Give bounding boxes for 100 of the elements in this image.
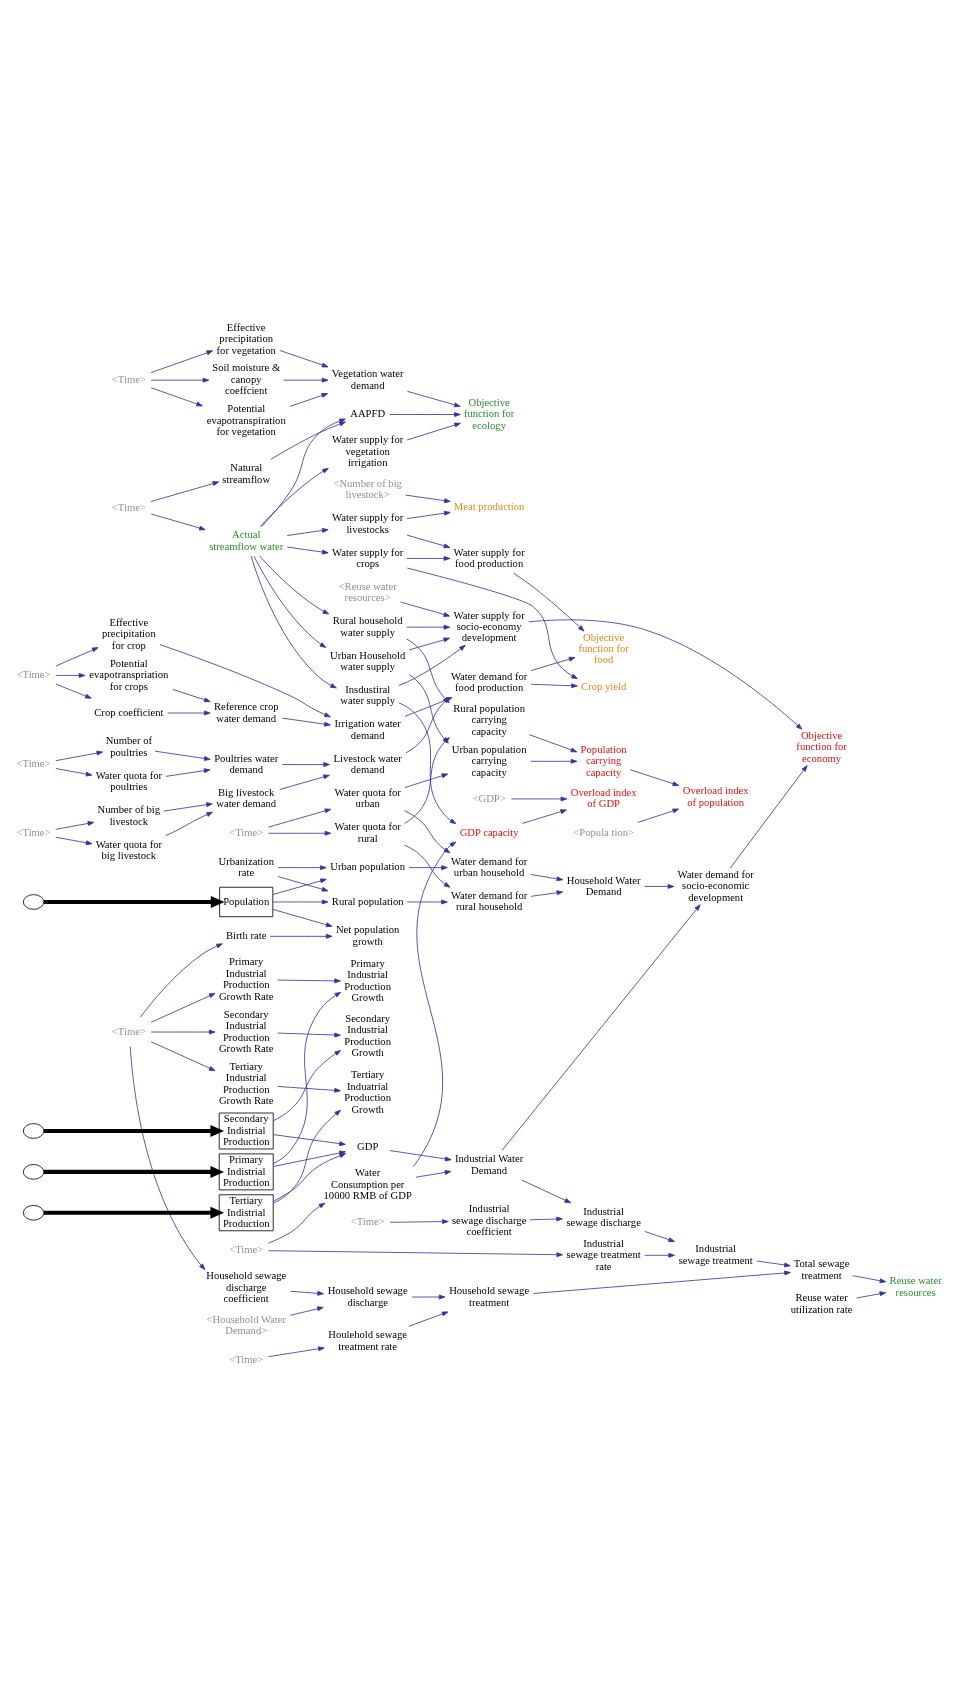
arrow — [272, 991, 342, 1164]
node-text: Urban Household water supply — [330, 649, 406, 672]
node-text: Crop yield — [581, 680, 627, 692]
arrow — [55, 767, 93, 776]
node-text: Urban population — [330, 860, 405, 872]
arrow — [513, 572, 585, 631]
node-text: Rural population carrying capacity — [453, 702, 525, 737]
arrow — [150, 992, 216, 1023]
node-text: <Popula tion> — [573, 826, 634, 838]
arrow — [530, 656, 576, 671]
node-box: Primary Indistrial Production — [218, 1153, 274, 1190]
arrow — [259, 467, 329, 527]
arrow — [272, 899, 329, 904]
arrow — [405, 494, 451, 503]
arrow — [389, 1218, 449, 1224]
arrow — [644, 1252, 675, 1258]
arrow — [55, 646, 99, 666]
arrow — [756, 1260, 791, 1267]
node-text: Rural household water supply — [332, 614, 403, 638]
node-text: Secondary Industrial Production Growth — [344, 1012, 391, 1058]
arrow — [163, 801, 213, 811]
arrow — [852, 1274, 887, 1283]
node-text: Potential evapotranspriation for crops — [89, 657, 169, 692]
node-text: Tertiary Induatrial Production Growth — [344, 1068, 391, 1115]
node-text: Water demand for urban household — [450, 855, 528, 878]
node-text: Irrigation water demand — [334, 717, 401, 741]
node-text: Tertiary Industrial Production Growth Rate — [218, 1060, 274, 1106]
node-text: Net population growth — [335, 923, 400, 947]
node-text: <Time> — [229, 1353, 264, 1365]
node-text: Poultries water demand — [214, 752, 279, 775]
arrow — [150, 349, 214, 373]
arrow — [415, 1169, 452, 1178]
arrow — [406, 390, 461, 407]
arrow — [268, 1202, 326, 1244]
arrow — [408, 864, 448, 870]
arrow — [533, 1270, 791, 1294]
arrow — [44, 1206, 225, 1219]
arrow — [286, 527, 329, 536]
node-text: Industrial sewage treatment — [678, 1242, 753, 1266]
node-text: Household sewage treatment — [449, 1284, 530, 1308]
node-text: Overload index of GDP — [570, 786, 637, 809]
arrow — [165, 811, 213, 836]
node-text: Household sewage discharge — [327, 1284, 408, 1308]
node-text: Big livestock water demand — [216, 786, 277, 809]
node-text: Total sewage treatment — [793, 1257, 850, 1281]
arrow — [272, 878, 327, 895]
arrow — [530, 758, 578, 764]
arrow — [404, 844, 451, 888]
node-text: Water demand for rural household — [450, 889, 528, 912]
arrow — [290, 1290, 324, 1296]
node-text: Natural streamflow — [222, 461, 271, 485]
arrow — [140, 942, 223, 1017]
node-text: Water demand for food production — [450, 670, 528, 693]
arrow — [261, 418, 346, 527]
node-text: <Time> — [229, 1243, 264, 1255]
node-box: Population — [219, 886, 274, 917]
node-text: Number of poultries — [105, 734, 153, 758]
arrow — [55, 683, 92, 699]
arrow — [406, 899, 448, 904]
arrow — [729, 764, 808, 869]
arrow — [404, 809, 451, 853]
arrow — [289, 392, 329, 407]
arrow — [528, 733, 578, 752]
arrow — [406, 555, 451, 561]
arrow — [389, 1149, 452, 1161]
arrow — [400, 601, 451, 617]
node-box: Tertiary Indistrial Production — [218, 1193, 274, 1231]
arrow — [159, 643, 331, 717]
node-text: <GDP> — [472, 792, 506, 804]
node-text: Water quota for big livestock — [95, 838, 163, 861]
arrow — [511, 796, 568, 801]
node-text: Water supply for socio-economy development — [453, 609, 525, 643]
arrow — [172, 688, 211, 702]
node-text: Meat production — [453, 500, 525, 512]
node-text: Objective function for economy — [796, 729, 847, 764]
node-text: Population carrying capacity — [580, 743, 627, 778]
arrow — [530, 873, 564, 881]
arrow — [277, 1032, 341, 1037]
arrow — [406, 567, 578, 679]
node-text: <Time> — [16, 668, 51, 680]
node-text: Insdustiral water supply — [340, 683, 395, 706]
arrow — [406, 624, 451, 630]
arrow — [286, 546, 329, 554]
arrow — [406, 638, 450, 703]
node-text: Water supply for livestocks — [332, 511, 404, 535]
node-text: <Household Water Demand> — [206, 1313, 287, 1336]
node-text: <Time> — [111, 501, 146, 513]
arrow — [528, 618, 803, 730]
node-text: Objective function for food — [578, 631, 629, 665]
node-text: Primary Industrial Production Growth Rate — [218, 955, 274, 1002]
arrow — [521, 1179, 572, 1203]
arrow — [398, 644, 466, 686]
arrow — [269, 933, 333, 939]
node-text: <Reuse water resources> — [338, 580, 397, 603]
node-text: Household sewage discharge coefficient — [206, 1269, 287, 1304]
arrow — [167, 710, 211, 715]
arrow — [55, 672, 86, 678]
node-text: Water supply for food production — [453, 546, 525, 569]
arrow — [150, 513, 206, 530]
node-text: Urban population carrying capacity — [451, 743, 527, 778]
